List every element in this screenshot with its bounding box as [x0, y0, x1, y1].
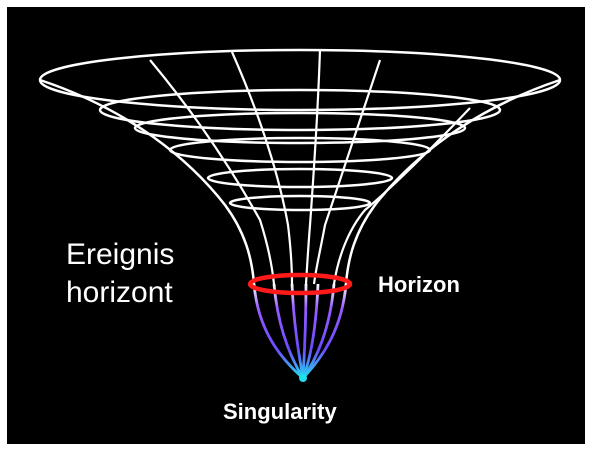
- funnel-meridian: [332, 107, 471, 285]
- inner-meridian: [301, 283, 308, 379]
- funnel-ring: [98, 88, 502, 132]
- funnel-ring: [133, 111, 467, 145]
- event-horizon-label: Ereignis horizont: [66, 236, 174, 312]
- inner-meridian: [301, 283, 348, 379]
- funnel-outline-left: [39, 78, 256, 285]
- singularity-point: [299, 374, 307, 382]
- funnel-meridian: [149, 59, 276, 285]
- inner-meridian: [272, 283, 305, 379]
- funnel-meridians: [149, 49, 471, 285]
- singularity-label: Singularity: [223, 399, 337, 424]
- funnel-ring: [228, 194, 372, 212]
- horizon-ring: [247, 272, 353, 296]
- funnel-ring: [206, 167, 394, 189]
- event-horizon-label-line1: Ereignis: [66, 238, 175, 271]
- inner-meridian: [290, 283, 305, 379]
- event-horizon-label-line2: horizont: [66, 276, 173, 309]
- funnel-ring: [168, 136, 432, 164]
- inner-meridian: [252, 283, 304, 380]
- funnel-meridian: [230, 51, 294, 285]
- inner-meridian: [301, 283, 320, 379]
- funnel-meridian: [312, 59, 382, 285]
- funnel-rings: [38, 48, 562, 212]
- inner-funnel: [252, 283, 348, 380]
- horizon-label: Horizon: [378, 272, 460, 297]
- funnel-meridian: [304, 49, 322, 285]
